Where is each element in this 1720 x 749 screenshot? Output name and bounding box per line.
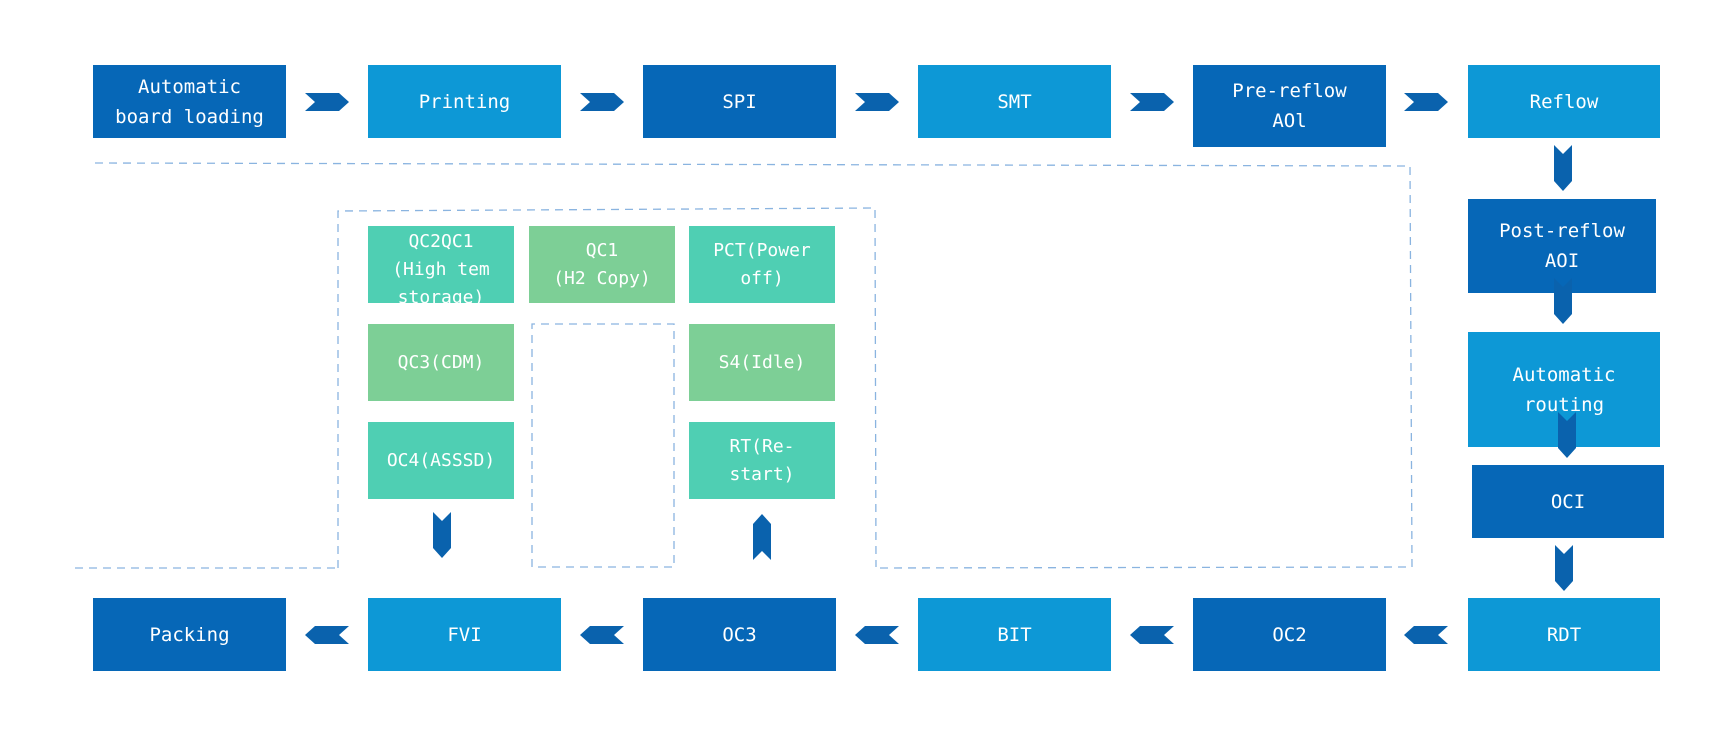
node-spi: SPI [643, 65, 836, 138]
node-printing: Printing [368, 65, 561, 138]
arrow-down-to-fvi [433, 512, 451, 558]
arrow-right-3 [855, 93, 899, 111]
dashed-outer-loop [94, 162, 1413, 569]
node-qc3-cdm: QC3(CDM) [368, 324, 514, 401]
node-smt: SMT [918, 65, 1111, 138]
arrow-down-1 [1554, 145, 1572, 191]
arrow-left-2 [1130, 626, 1174, 644]
node-s4-idle: S4(Idle) [689, 324, 835, 401]
node-oc2: OC2 [1193, 598, 1386, 671]
arrow-down-2 [1554, 278, 1572, 324]
node-oc4-asssd: OC4(ASSSD) [368, 422, 514, 499]
node-qc1: QC1 (H2 Copy) [529, 226, 675, 303]
arrow-left-1 [1404, 626, 1448, 644]
arrow-right-1 [305, 93, 349, 111]
node-qc2qc1: QC2QC1 (High tem storage) [368, 226, 514, 303]
node-automatic-board-loading: Automatic board loading [93, 65, 286, 138]
arrow-right-5 [1404, 93, 1448, 111]
node-rt-restart: RT(Re- start) [689, 422, 835, 499]
arrow-down-3 [1558, 412, 1576, 458]
node-pct: PCT(Power off) [689, 226, 835, 303]
arrow-up-to-rt [753, 514, 771, 560]
arrow-right-2 [580, 93, 624, 111]
node-bit: BIT [918, 598, 1111, 671]
node-rdt: RDT [1468, 598, 1660, 671]
dashed-empty-box [531, 323, 675, 568]
node-oci: OCI [1472, 465, 1664, 538]
node-packing: Packing [93, 598, 286, 671]
arrow-left-3 [855, 626, 899, 644]
node-reflow: Reflow [1468, 65, 1660, 138]
arrow-left-5 [305, 626, 349, 644]
node-pre-reflow-aoi: Pre-reflow AOl [1193, 65, 1386, 147]
node-post-reflow-aoi: Post-reflow AOI [1468, 199, 1656, 293]
arrow-down-4 [1555, 545, 1573, 591]
arrow-right-4 [1130, 93, 1174, 111]
arrow-left-4 [580, 626, 624, 644]
node-fvi: FVI [368, 598, 561, 671]
node-oc3: OC3 [643, 598, 836, 671]
